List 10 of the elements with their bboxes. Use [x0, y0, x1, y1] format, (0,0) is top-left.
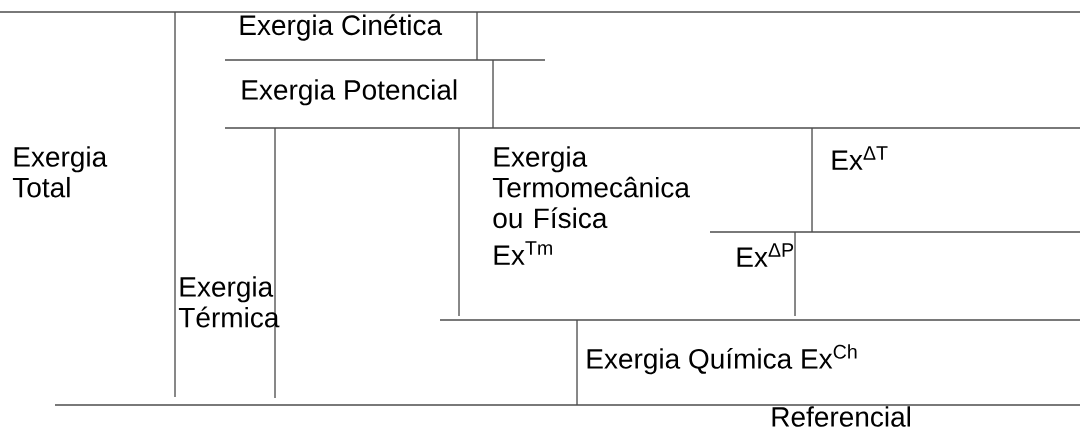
level-label: Exergia Termomecânica ou Física [492, 146, 690, 229]
level-label: Exergia Química Ex$^{Ch}$ [587, 344, 857, 375]
level-label: Exergia Térmica [178, 276, 280, 328]
level-label: Ex$^{ΔP}$ [737, 243, 794, 267]
level-label: Exergia Cinética [240, 14, 443, 41]
level-label: Exergia Total [12, 146, 108, 198]
level-label: Ex$^{ΔT}$ [832, 146, 888, 170]
level-label: Exergia Potencial [242, 79, 457, 106]
reference-label: Referencial [772, 406, 910, 427]
level-label: Ex$^{Tm}$ [494, 241, 552, 265]
